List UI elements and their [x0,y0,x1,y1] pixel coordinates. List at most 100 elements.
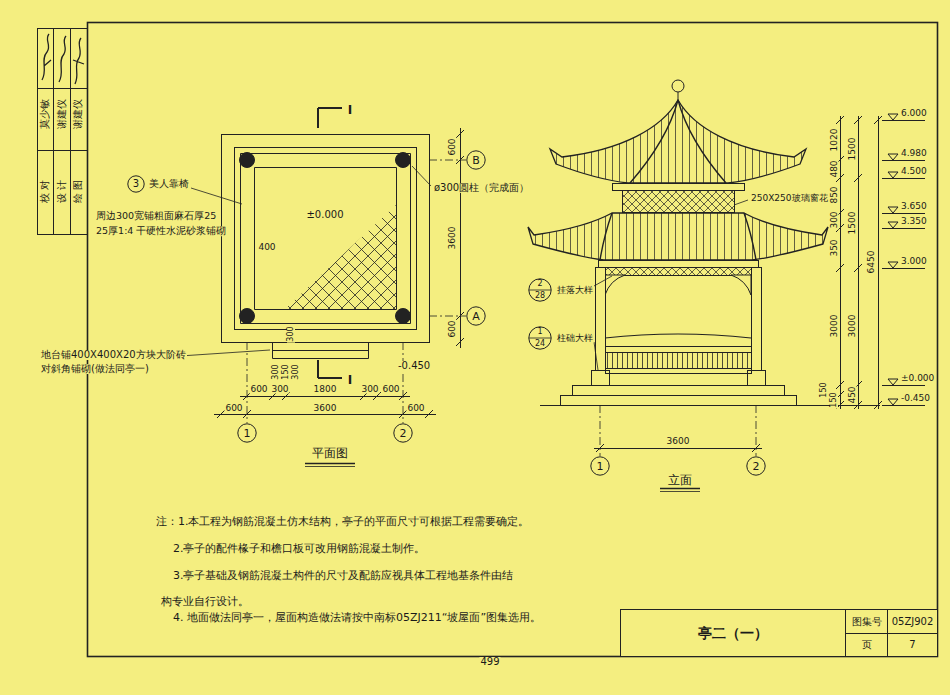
dimension: 600 [381,385,400,394]
dimension: 1020 [830,128,839,153]
platform-step [561,396,797,406]
entry-steps [273,343,369,359]
signature-scribble [42,34,84,84]
bubble-number: 1 [597,461,604,472]
ground-line [540,405,880,406]
section-mark-label: I [347,374,353,386]
dimension: 300 [830,210,839,229]
axis-bubble: 1 [590,456,610,476]
bubble-circle [529,279,551,301]
detail-index-bubble: 228 [528,278,552,302]
bubble-circle [591,457,609,475]
page-number: 499 [479,657,500,667]
title-block-text: 图集号 [852,617,882,627]
section-mark-label: I [347,104,353,116]
elevation-level: 3.350 [900,217,928,226]
roof-hip [600,213,756,260]
signoff-role: 绘图 [73,176,83,204]
eave-board [599,261,759,268]
section-mark [318,108,342,378]
general-note: 3.亭子基础及钢筋混凝土构件的尺寸及配筋应视具体工程地基条件由结构专业自行设计。 [160,563,524,615]
dimension: 150 [830,391,838,408]
dimension: 150 [820,381,828,398]
elevation-level: 6.000 [900,109,928,118]
dimension: 600 [448,137,457,156]
dimension: 300 [292,363,300,380]
bubble-circle [394,424,412,442]
drawing-frame [88,23,938,657]
column-base [592,371,610,386]
dimension: 3600 [666,437,691,446]
hanging-lattice [606,268,752,276]
bench-seat [606,369,752,374]
dimension: 450 [848,385,857,404]
column-elevation [752,268,762,372]
bubble-number: 1 [537,328,542,336]
bubble-circle [128,176,144,192]
axis-bubble: 2 [393,423,413,443]
general-note: 4. 地面做法同亭一，屋面构造做法请按中南标05ZJ211“坡屋面”图集选用。 [172,612,542,623]
material-note: 周边300宽铺粗面麻石厚25 [95,211,217,221]
dimension: 1800 [313,385,338,394]
title-block-text: 亭二（一） [698,626,768,640]
bubble-number: 1 [244,428,251,439]
elevation-level: ±0.000 [305,210,344,220]
general-note: 2.亭子的配件椽子和檐口板可改用钢筋混凝土制作。 [172,543,427,554]
dimension: 350 [830,238,839,257]
material-note: 25厚1:4 干硬性水泥砂浆铺砌 [95,226,227,236]
bench-plan [241,154,411,324]
bubble-number: 2 [537,280,542,288]
dimension: 480 [830,159,839,178]
dimension: 600 [448,319,457,338]
column-plan [240,153,255,168]
column-elevation [596,268,606,372]
title-block-cell: 05ZJ902 [887,609,938,634]
eave-board [613,184,745,191]
diagonal-paving-hatch [174,90,507,418]
dimension: 3600 [313,404,338,413]
axis-bubble: A [466,306,486,326]
title-cell: 亭二（一） [620,609,846,657]
title-underline [305,463,355,465]
bubble-circle [238,424,256,442]
title-block-text: 页 [862,640,872,650]
sheet-number: 24 [535,340,545,348]
signoff-role: 校对 [40,176,50,204]
elevation-level: 4.500 [900,167,928,176]
bubble-number: 3 [133,179,139,189]
column-plan [240,309,255,324]
part-label: 美人靠椅 [148,179,190,189]
material-note: 地台铺400X400X20方块大阶砖 [40,350,187,360]
callout-bubble: 3 [127,175,145,193]
bubble-number: 2 [753,461,760,472]
view-title: 平面图 [311,447,349,459]
title-underline [305,466,355,467]
bench-rail [606,347,752,353]
axis-bubble: 1 [237,423,257,443]
bubble-divider [529,290,551,291]
bubble-number: B [472,155,480,166]
dimension: 1500 [848,211,857,236]
dimension: 3600 [448,226,457,251]
roof-finial [672,80,684,92]
corner-bracket [605,275,751,295]
general-note: 注：1.本工程为钢筋混凝土仿木结构，亭子的平面尺寸可根据工程需要确定。 [155,516,531,527]
dimension: 300 [272,363,280,380]
dimension: 300 [270,385,289,394]
part-label: ø300圆柱（完成面） [433,183,530,193]
dimension: 3000 [848,314,857,339]
elevation-level: -0.450 [397,361,431,371]
bubble-circle [467,151,485,169]
signoff-table [38,29,88,235]
signoff-name: 莫少敏 [40,98,50,130]
dimension-line [456,128,464,348]
roof-tiles [550,100,806,183]
title-block-cell: 页 [845,633,888,657]
bench-back [605,334,751,338]
title-block-cell: 图集号 [845,609,888,634]
lattice-window [623,191,735,213]
elevation-level: -0.450 [900,394,931,403]
dimension: 600 [406,404,425,413]
platform [573,386,785,396]
